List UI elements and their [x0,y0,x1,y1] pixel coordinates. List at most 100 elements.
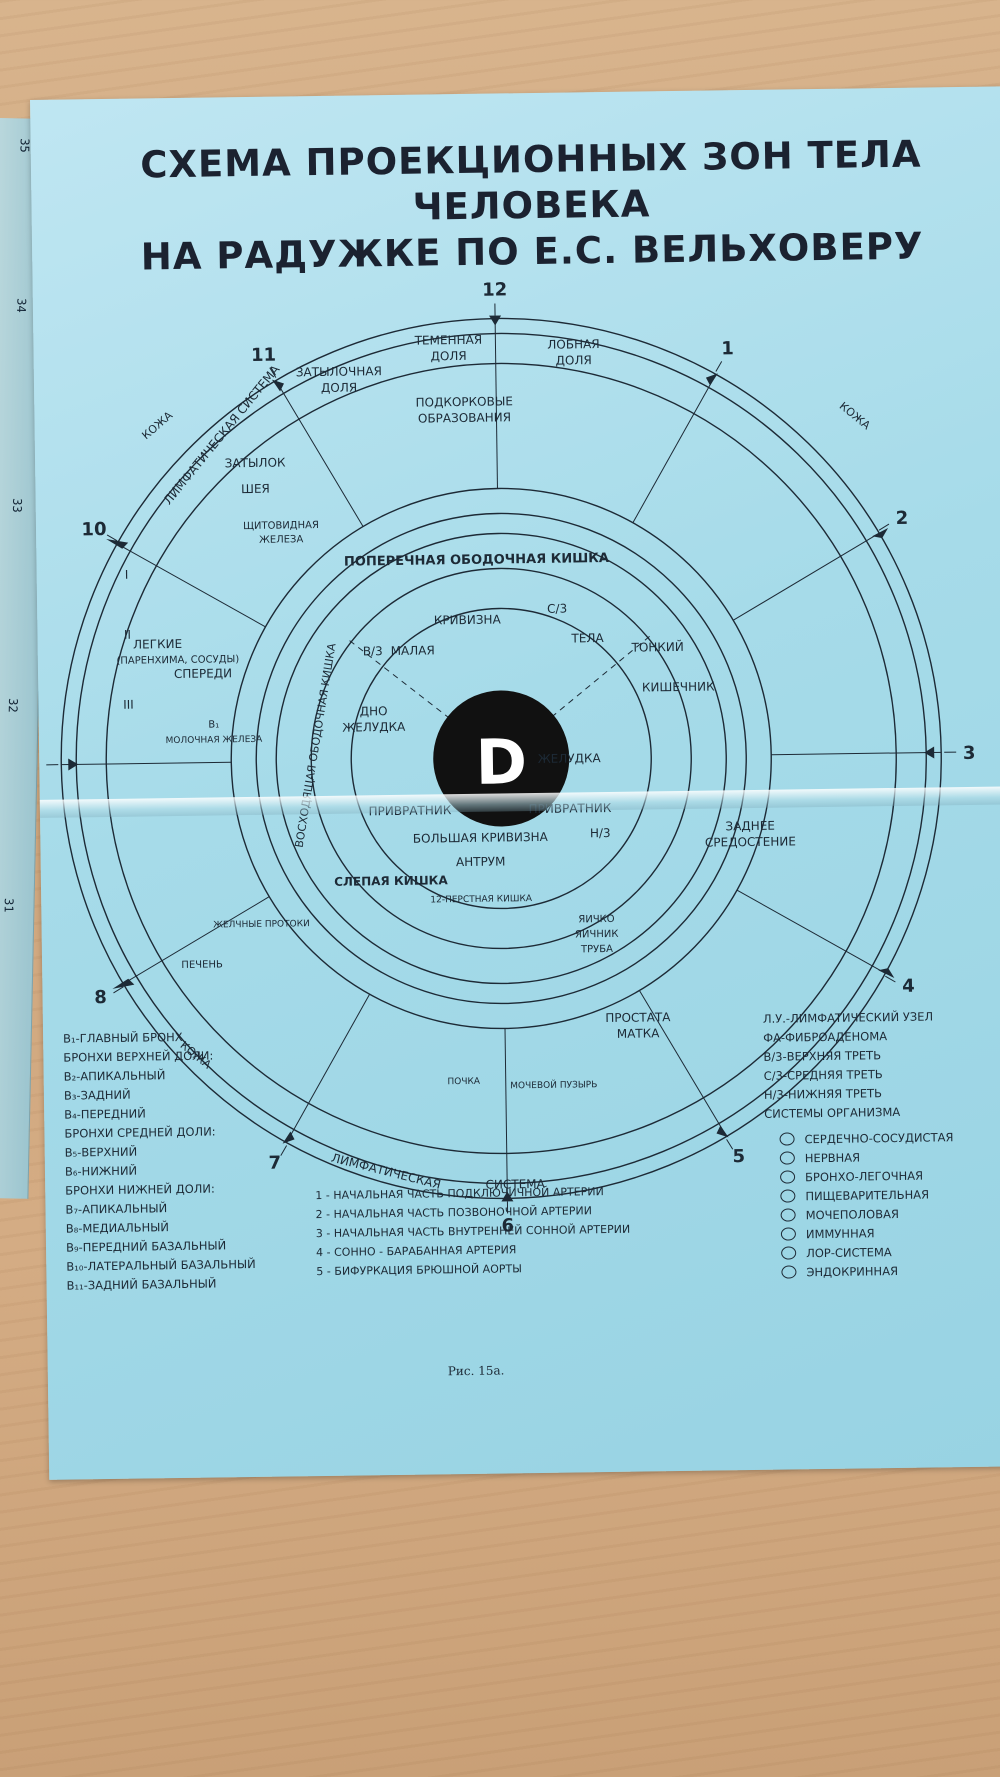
zone-label: ДНО [360,704,388,718]
legend-bronchi: B₁-ГЛАВНЫЙ БРОНХ БРОНХИ ВЕРХНЕЙ ДОЛИ: B₂… [63,1027,256,1296]
zone-label: I [125,568,129,582]
legend-item: B₄-ПЕРЕДНИЙ [64,1106,146,1122]
ruler-number: 31 [1,897,16,913]
zone-label: ЖЕЛУДКА [538,751,602,766]
legend-item: СИСТЕМЫ ОРГАНИЗМА [764,1104,901,1121]
clock-12: 12 [482,279,507,300]
system-item: БРОНХО-ЛЕГОЧНАЯ [780,1165,954,1186]
brochure-sheet: СХЕМА ПРОЕКЦИОННЫХ ЗОН ТЕЛА ЧЕЛОВЕКА НА … [30,86,1000,1480]
circle-icon [779,1132,795,1146]
zone-label: МАЛАЯ [391,643,435,658]
system-item: НЕРВНАЯ [779,1146,954,1167]
zone-label: ЯИЧКО [578,914,615,926]
zone-label: СЛЕПАЯ КИШКА [334,873,448,889]
zone-label: ЗАТЫЛОК [225,455,286,470]
zone-label: ДОЛЯ [321,380,357,395]
clock-tick-marks [46,303,957,1214]
clock-5: 5 [732,1146,745,1167]
clock-3: 3 [963,743,976,764]
zone-label: C/3 [547,602,567,616]
zone-label: ВОСХОДЯЩАЯ ОБОДОЧНАЯ КИШКА [293,642,339,849]
legend-item: Н/3-НИЖНЯЯ ТРЕТЬ [763,1086,883,1102]
circle-icon [780,1189,796,1203]
stomach-ring [350,607,652,910]
zone-label: ПЕЧЕНЬ [181,959,223,971]
circle-icon [781,1246,797,1260]
zone-label: ЖЕЛЧНЫЕ ПРОТОКИ [213,919,310,930]
system-item: ПИЩЕВАРИТЕЛЬНАЯ [780,1184,954,1205]
zone-label: ЛЕГКИЕ [133,637,182,652]
system-item: ЭНДОКРИННАЯ [781,1260,955,1281]
zone-label: ЖЕЛЕЗА [259,534,303,546]
clock-11: 11 [251,345,276,366]
zone-label: II [124,628,131,642]
circle-icon [780,1208,796,1222]
zone-label: СИСТЕМА [485,1177,545,1192]
zone-label: ТЕМЕННАЯ [414,333,483,348]
zone-label: ЗАДНЕЕ [725,819,775,834]
ruler-number: 34 [14,298,29,313]
zone-label: ПРОСТАТА [605,1010,671,1025]
zone-label: H/3 [590,826,611,840]
zone-label: B/3 [363,644,383,658]
clock-arrows [68,315,935,1202]
zone-label: B₁ [208,719,219,730]
clock-10: 10 [81,519,106,540]
zone-label: ПОДКОРКОВЫЕ [415,394,513,409]
ruler-number: 32 [5,698,21,713]
zone-label: ШЕЯ [241,482,270,496]
clock-6: 6 [501,1215,514,1236]
zone-label: БОЛЬШАЯ КРИВИЗНА [413,830,549,846]
colon-ring-inner [310,567,692,950]
zone-label: 12-ПЕРСТНАЯ КИШКА [430,894,533,905]
ruler-number: 33 [9,498,25,513]
circle-icon [779,1151,795,1165]
center-letter: D [475,725,527,799]
legend-item: B₁₀-ЛАТЕРАЛЬНЫЙ БАЗАЛЬНЫЙ [66,1256,256,1274]
zone-label: ДОЛЯ [555,353,591,368]
zone-label: КОЖА [139,409,175,443]
zone-label: СРЕДОСТЕНИЕ [705,834,796,849]
zone-label: ПОЧКА [447,1077,481,1087]
clock-2: 2 [896,508,909,529]
zone-label: ОБРАЗОВАНИЯ [418,410,511,425]
zone-label: ЯИЧНИК [575,929,619,941]
circle-icon [780,1170,796,1184]
legend-item: ФА-ФИБРОАДЕНОМА [763,1029,888,1045]
zone-label: ТОНКИЙ [630,639,683,655]
zone-label: ЗАТЫЛОЧНАЯ [296,364,382,379]
clock-4: 4 [902,976,915,997]
system-item: МОЧЕПОЛОВАЯ [780,1203,955,1224]
zone-label: КРИВИЗНА [434,612,502,627]
zone-label: ЛОБНАЯ [547,337,599,352]
legend-arteries: 1 - НАЧАЛЬНАЯ ЧАСТЬ ПОДКЛЮЧИЧНОЙ АРТЕРИИ… [315,1182,631,1281]
systems-legend: СЕРДЕЧНО-СОСУДИСТАЯ НЕРВНАЯ БРОНХО-ЛЕГОЧ… [779,1127,955,1281]
legend-abbreviations: Л.У.-ЛИМФАТИЧЕСКИЙ УЗЕЛ ФА-ФИБРОАДЕНОМА … [763,1007,935,1123]
zone-label: ПОПЕРЕЧНАЯ ОБОДОЧНАЯ КИШКА [344,551,609,570]
system-item: ИММУННАЯ [780,1222,955,1243]
numbers-ring [255,512,747,1005]
zone-label: МОЛОЧНАЯ ЖЕЛЕЗА [166,735,264,746]
zone-label: ТРУБА [580,944,613,955]
legend-item: B₁₁-ЗАДНИЙ БАЗАЛЬНЫЙ [66,1276,217,1293]
zone-label: III [123,698,134,712]
zone-label: АНТРУМ [456,854,506,869]
circle-icon [780,1227,796,1241]
clock-1: 1 [721,338,734,359]
zone-label: МАТКА [617,1026,661,1041]
zone-label: (ПАРЕНХИМА, СОСУДЫ) [116,654,239,667]
clock-8: 8 [94,987,107,1008]
zone-label: КОЖА [837,399,873,432]
zone-label: ЖЕЛУДКА [342,720,406,735]
colon-ring-outer [275,532,727,985]
sector-lines [61,318,942,1199]
zone-label: ДОЛЯ [430,349,466,364]
system-item: ЛОР-СИСТЕМА [781,1241,955,1262]
zone-label: КИШЕЧНИК [642,679,715,694]
legend-item: С/3-СРЕДНЯЯ ТРЕТЬ [763,1067,883,1083]
figure-caption: Рис. 15а. [447,1363,505,1379]
zone-label: ЩИТОВИДНАЯ [243,520,319,532]
zone-label: МОЧЕВОЙ ПУЗЫРЬ [510,1078,597,1091]
system-item: СЕРДЕЧНО-СОСУДИСТАЯ [779,1127,954,1148]
circle-icon [781,1265,797,1279]
